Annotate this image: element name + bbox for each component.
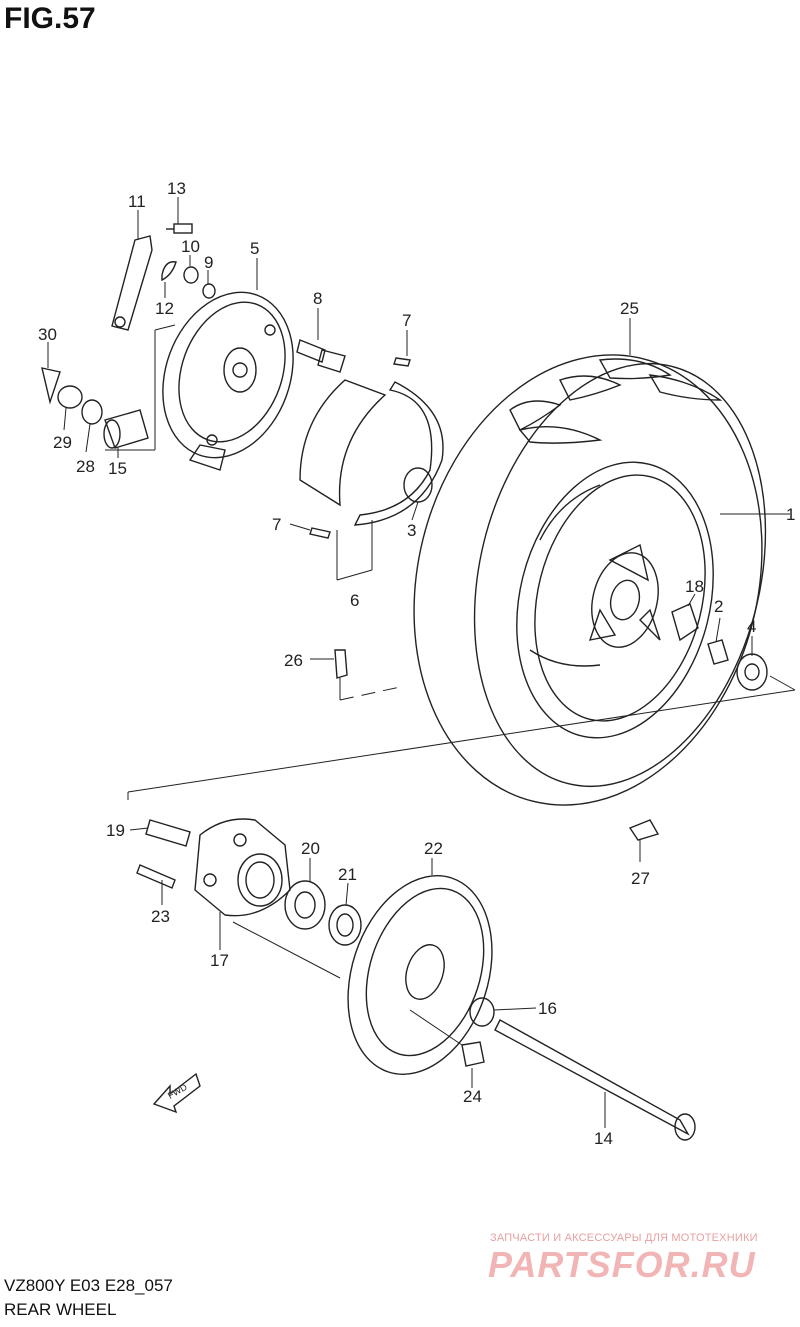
callout-12: 12 [155,299,174,318]
spacer-2 [707,639,729,665]
watermark-logo: PARTSFOR.RU [488,1244,756,1285]
callout-labels: 1 2 3 4 5 6 7 7 8 9 10 11 12 13 14 15 16… [38,179,795,1148]
callout-13: 13 [167,179,186,198]
collar-15 [103,409,149,449]
callout-21: 21 [338,865,357,884]
callout-18: 18 [685,577,704,596]
axle-14 [494,1019,696,1141]
callout-24: 24 [463,1087,482,1106]
watermark-tagline: ЗАПЧАСТИ И АКСЕССУАРЫ ДЛЯ МОТОТЕХНИКИ [490,1232,758,1244]
callout-10: 10 [181,237,200,256]
callout-28: 28 [76,457,95,476]
weight-27 [628,819,660,841]
callout-3: 3 [407,521,416,540]
valve-26 [334,649,348,679]
bearing-20 [284,880,326,930]
callout-30: 30 [38,325,57,344]
callout-25: 25 [620,299,639,318]
callout-8: 8 [313,289,322,308]
wheel-rim [516,461,714,739]
callout-26: 26 [284,651,303,670]
sprocket-mounting-drum [194,818,291,917]
callout-14: 14 [594,1129,613,1148]
bolt-13 [166,223,193,234]
pin-7b [309,527,331,539]
figure-code: VZ800Y E03 E28_057 [4,1276,173,1295]
figure-name: REAR WHEEL [4,1300,117,1319]
callout-2: 2 [714,597,723,616]
cotter-pin-30 [41,367,61,405]
callout-11: 11 [128,192,146,211]
pin-7a [393,357,411,367]
brake-panel [162,291,294,471]
callout-19: 19 [106,821,125,840]
callout-15: 15 [108,459,127,478]
callout-4: 4 [747,617,756,636]
callout-16: 16 [538,999,557,1018]
brake-cam-8 [296,339,346,373]
nut-29 [57,385,83,409]
damper-18 [671,603,699,642]
callout-9: 9 [204,253,213,272]
bolt-19 [145,819,191,847]
leader-lines [47,197,796,1128]
washer-9 [202,283,216,299]
tire [413,354,767,806]
washer-28 [81,399,103,425]
callout-27: 27 [631,869,650,888]
bolt-23 [136,864,176,889]
callout-6: 6 [350,591,359,610]
callout-20: 20 [301,839,320,858]
spacer-16 [469,997,495,1027]
bearing-4 [736,653,768,691]
oil-seal-21 [328,904,362,946]
callout-22: 22 [424,839,443,858]
figure-title: FIG.57 [4,2,96,35]
callout-1: 1 [786,505,795,524]
spring-12 [161,261,177,282]
fwd-arrow-icon: FWD [152,1072,201,1114]
callout-29: 29 [53,433,72,452]
callout-5: 5 [250,239,259,258]
sprocket-22 [347,875,493,1075]
brake-shoe-6 [299,379,444,526]
callout-23: 23 [151,907,170,926]
callout-7a: 7 [402,311,411,330]
washer-10 [183,266,199,284]
callout-17: 17 [210,951,229,970]
spacer-3 [403,467,433,503]
callout-7b: 7 [272,515,281,534]
brake-cam-lever [111,235,153,331]
nut-24 [461,1041,485,1067]
